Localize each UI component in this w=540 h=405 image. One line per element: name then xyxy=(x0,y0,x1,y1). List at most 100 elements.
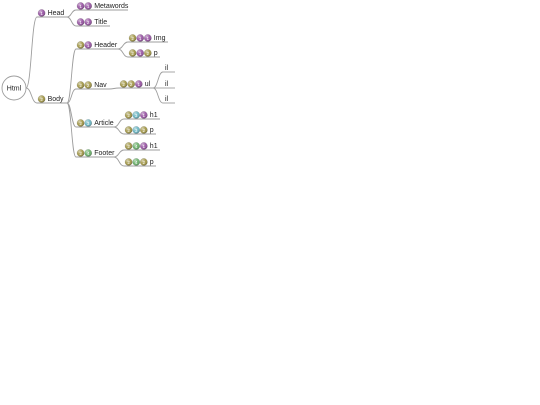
priority-badge-number: 2 xyxy=(87,20,90,25)
priority-badge-icon: 2 xyxy=(124,158,133,166)
priority-badge-number: 2 xyxy=(127,128,130,133)
priority-badge-number: 2 xyxy=(40,97,43,102)
connector-p1 xyxy=(117,48,129,58)
priority-badge-number: 1 xyxy=(138,82,141,87)
root-node[interactable]: Html xyxy=(1,75,27,101)
priority-badge-icon: 1 xyxy=(136,49,144,57)
connector-h1a xyxy=(113,118,125,128)
priority-badge-icon: 4 xyxy=(84,149,92,157)
node-li2[interactable]: il xyxy=(163,81,175,89)
priority-badge-number: 2 xyxy=(79,151,82,156)
priority-badge-number: 1 xyxy=(79,20,82,25)
connector-head xyxy=(25,16,38,89)
priority-badge-number: 2 xyxy=(147,51,150,56)
priority-badge-icon: 1 xyxy=(143,34,152,42)
priority-badge-icon: 2 xyxy=(76,149,85,157)
node-label: Body xyxy=(48,96,64,103)
node-li1[interactable]: il xyxy=(163,65,175,73)
priority-badge-number: 2 xyxy=(130,82,133,87)
node-label: h1 xyxy=(150,143,158,150)
priority-badge-icon: 2 xyxy=(139,126,148,134)
priority-badge-icon: 2 xyxy=(127,80,135,88)
priority-badge-number: 4 xyxy=(87,151,90,156)
root-label: Html xyxy=(7,86,22,93)
node-label: p xyxy=(150,159,154,166)
priority-badge-number: 1 xyxy=(147,36,150,41)
priority-badge-icon: 2 xyxy=(124,126,133,134)
priority-badge-number: 4 xyxy=(135,160,138,165)
priority-badge-number: 2 xyxy=(127,113,130,118)
connector-p2 xyxy=(113,126,125,135)
node-label: h1 xyxy=(150,112,158,119)
connector-footer xyxy=(66,102,77,158)
connector-li1 xyxy=(152,71,164,89)
node-body[interactable]: 2 Body xyxy=(37,95,67,104)
priority-badge-icon: 4 xyxy=(132,158,140,166)
priority-badge-icon: 1 xyxy=(76,2,85,10)
priority-badge-icon: 1 xyxy=(37,9,46,17)
priority-badge-icon: 2 xyxy=(119,80,128,88)
priority-badge-icon: 2 xyxy=(139,158,148,166)
priority-badge-number: 3 xyxy=(135,113,138,118)
node-li3[interactable]: il xyxy=(163,96,175,104)
priority-badge-number: 2 xyxy=(79,121,82,126)
priority-badge-icon: 1 xyxy=(134,80,143,88)
node-label: p xyxy=(150,127,154,134)
priority-badge-icon: 2 xyxy=(128,34,137,42)
node-label: il xyxy=(165,81,169,88)
connector-h1b xyxy=(113,149,125,158)
priority-badge-icon: 3 xyxy=(132,126,140,134)
node-label: Article xyxy=(94,120,114,127)
connector-header xyxy=(66,48,77,104)
priority-badge-icon: 2 xyxy=(128,49,137,57)
priority-badge-icon: 3 xyxy=(132,111,140,119)
priority-badge-number: 2 xyxy=(87,83,90,88)
priority-badge-number: 2 xyxy=(79,83,82,88)
priority-badge-icon: 2 xyxy=(76,119,85,127)
priority-badge-icon: 1 xyxy=(76,18,85,26)
node-label: Title xyxy=(94,19,107,26)
priority-badge-number: 2 xyxy=(127,160,130,165)
priority-badge-number: 2 xyxy=(127,144,130,149)
node-label: Metawords xyxy=(94,3,129,10)
priority-badge-number: 4 xyxy=(135,144,138,149)
priority-badge-icon: 1 xyxy=(136,34,144,42)
node-label: Head xyxy=(48,10,65,17)
priority-badge-icon: 1 xyxy=(139,111,148,119)
priority-badge-icon: 1 xyxy=(139,142,148,150)
node-label: p xyxy=(154,50,158,57)
priority-badge-number: 3 xyxy=(135,128,138,133)
priority-badge-icon: 3 xyxy=(84,119,92,127)
connector-ul xyxy=(108,87,120,90)
priority-badge-number: 1 xyxy=(143,144,146,149)
node-label: Footer xyxy=(94,150,115,157)
connector-lines xyxy=(25,9,164,167)
connector-nav xyxy=(66,88,77,104)
priority-badge-number: 2 xyxy=(131,36,134,41)
priority-badge-number: 2 xyxy=(143,128,146,133)
connector-title xyxy=(66,16,77,27)
connector-img xyxy=(117,41,129,50)
priority-badge-icon: 2 xyxy=(124,111,133,119)
priority-badge-icon: 4 xyxy=(132,142,140,150)
connector-li3 xyxy=(152,87,164,104)
connector-p3 xyxy=(113,156,125,167)
priority-badge-icon: 2 xyxy=(143,49,152,57)
node-label: Img xyxy=(154,35,166,42)
priority-badge-number: 2 xyxy=(79,43,82,48)
priority-badge-number: 1 xyxy=(79,4,82,9)
